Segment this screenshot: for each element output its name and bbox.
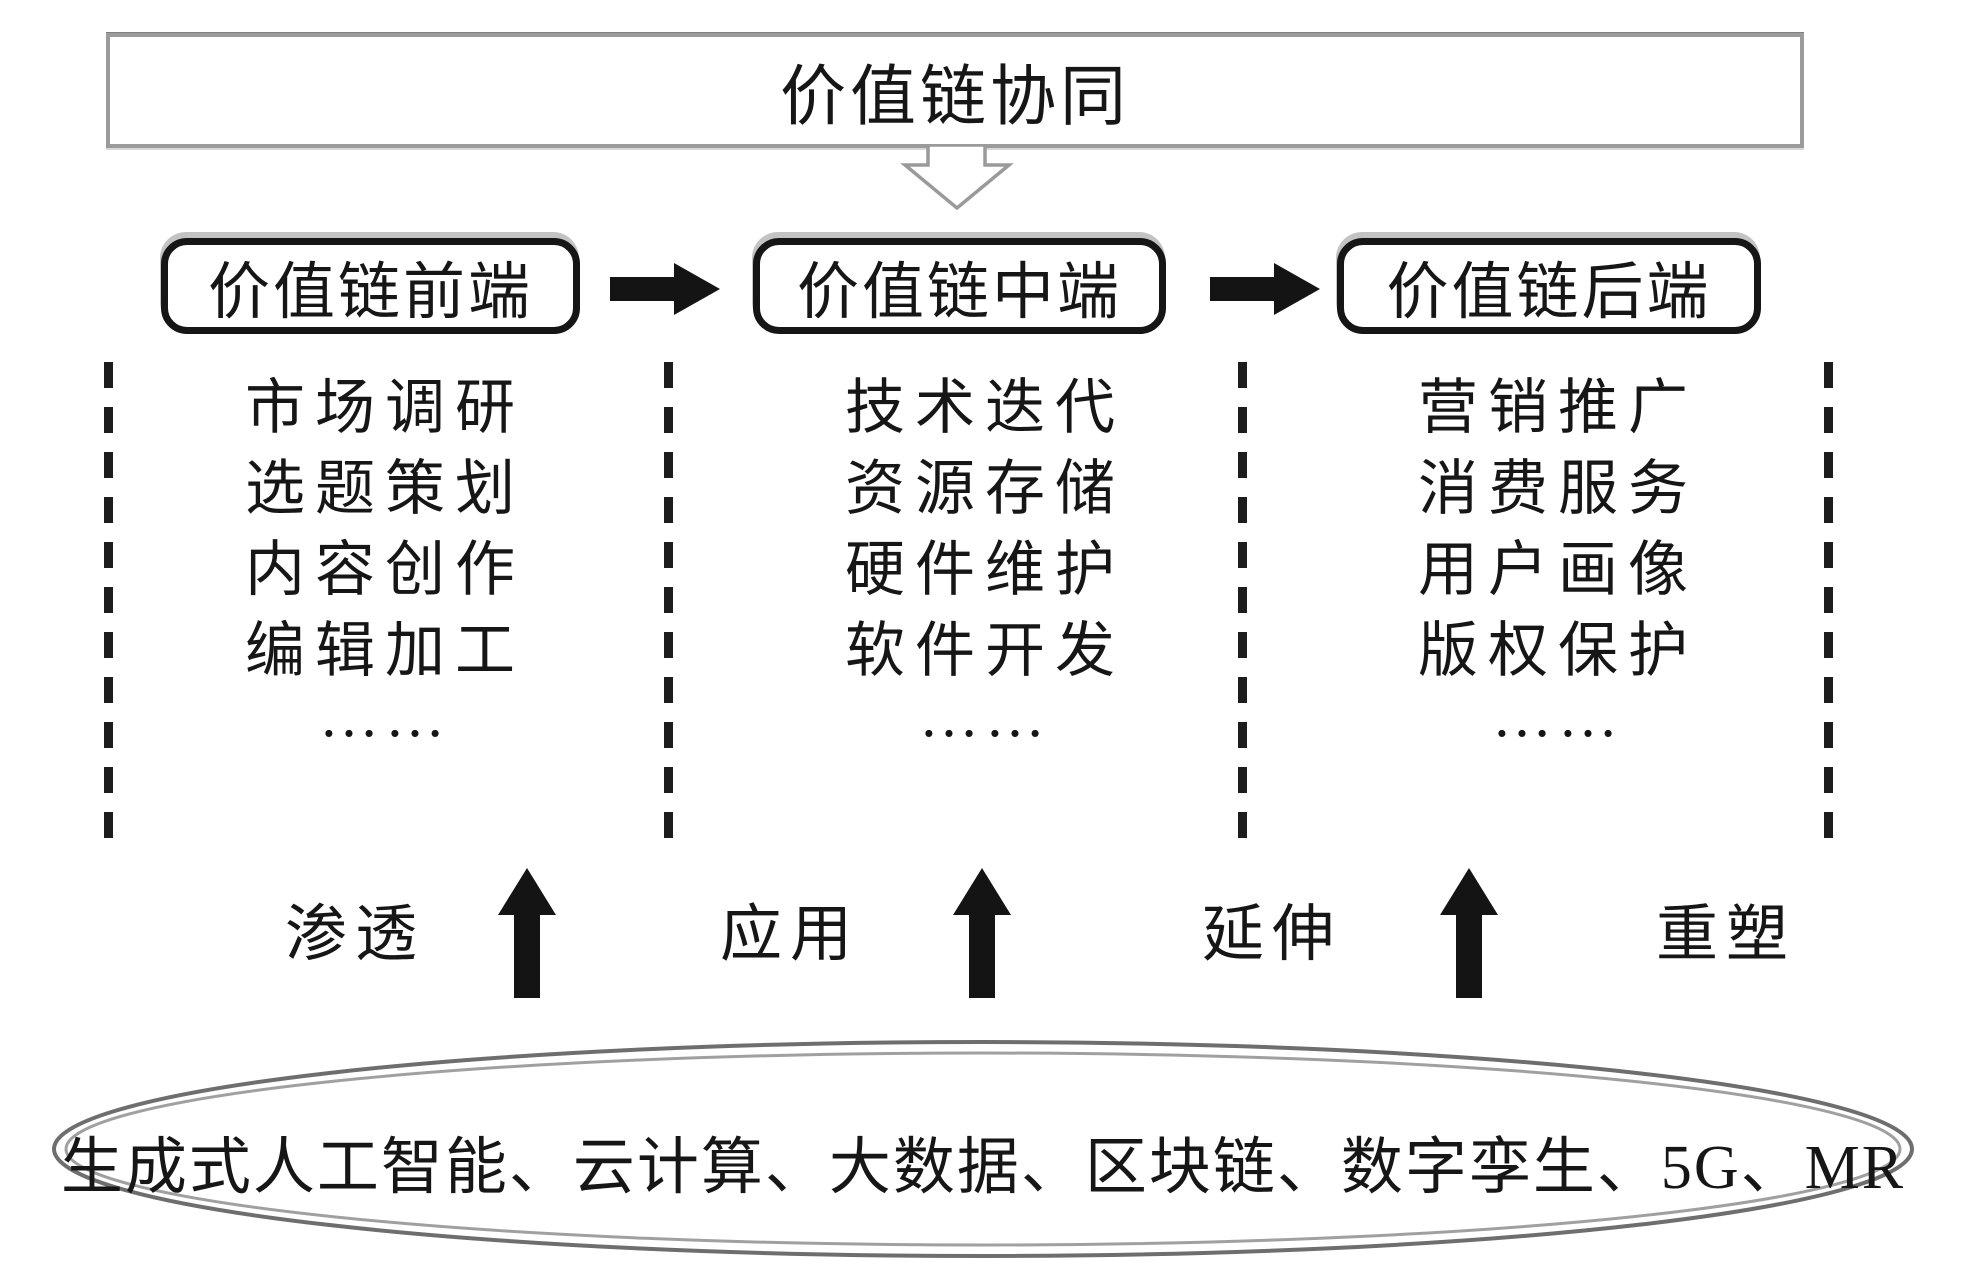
stage-item: 硬件维护 [845, 537, 1125, 603]
stage-item: 用户画像 [1418, 537, 1698, 603]
stage-item: 编辑加工 [245, 618, 525, 684]
stage-box-back: 价值链后端 [1337, 238, 1761, 334]
effect-label-apply: 应用 [719, 901, 860, 969]
ellipsis-item: …… [1492, 682, 1624, 749]
banner-title: 价值链协同 [780, 60, 1130, 134]
solid-up-arrow-icon [953, 868, 1011, 998]
stage-box-middle: 价值链中端 [753, 238, 1166, 334]
stage-item: 版权保护 [1418, 618, 1698, 684]
technology-ellipse [52, 1040, 1914, 1258]
solid-up-arrow-icon [498, 868, 556, 998]
ellipsis-item: …… [319, 682, 451, 749]
banner-box: 价值链协同 [106, 33, 1804, 148]
dashed-divider [1238, 362, 1247, 850]
stage-items-back: 营销推广 消费服务 用户画像 版权保护 …… [1308, 368, 1808, 773]
effect-label-penetrate: 渗透 [284, 901, 425, 969]
effect-label-reshape: 重塑 [1655, 901, 1796, 969]
ellipsis-item: …… [919, 682, 1051, 749]
stage-item: 选题策划 [245, 456, 525, 522]
stage-item: 技术迭代 [845, 375, 1125, 441]
solid-right-arrow-icon [610, 263, 720, 315]
solid-up-arrow-icon [1440, 868, 1498, 998]
stage-item: 资源存储 [845, 456, 1125, 522]
dashed-divider [664, 362, 673, 850]
stage-label: 价值链后端 [1386, 259, 1712, 327]
stage-item: 内容创作 [245, 537, 525, 603]
stage-label: 价值链前端 [207, 259, 533, 327]
dashed-divider [1824, 362, 1833, 850]
stage-label: 价值链中端 [796, 259, 1122, 327]
stage-item: 消费服务 [1418, 456, 1698, 522]
stage-items-front: 市场调研 选题策划 内容创作 编辑加工 …… [135, 368, 635, 773]
hollow-down-arrow-icon [900, 144, 1014, 210]
stage-items-middle: 技术迭代 资源存储 硬件维护 软件开发 …… [735, 368, 1235, 773]
stage-box-front: 价值链前端 [161, 238, 580, 334]
effect-label-extend: 延伸 [1201, 901, 1342, 969]
stage-item: 软件开发 [845, 618, 1125, 684]
technology-label: 生成式人工智能、云计算、大数据、区块链、数字孪生、5G、MR [60, 1134, 1906, 1202]
stage-item: 市场调研 [245, 375, 525, 441]
solid-right-arrow-icon [1210, 263, 1320, 315]
stage-item: 营销推广 [1418, 375, 1698, 441]
dashed-divider [104, 362, 113, 850]
